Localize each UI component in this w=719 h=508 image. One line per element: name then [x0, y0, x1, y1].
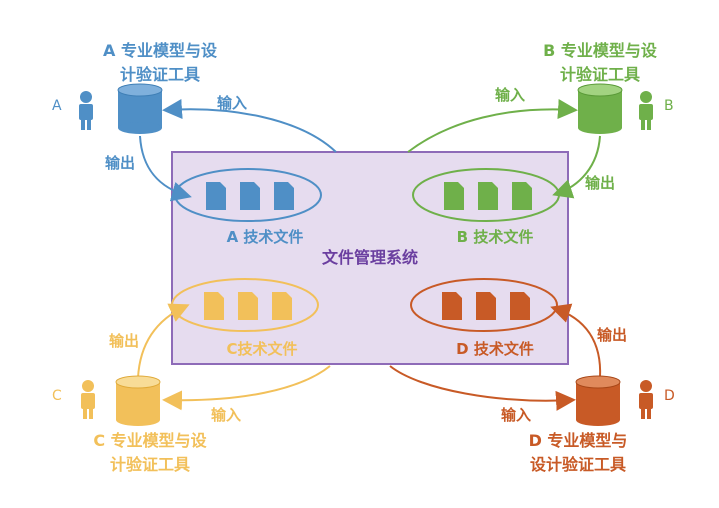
- user-c-letter: C: [52, 388, 62, 404]
- files-c-icons: [204, 292, 292, 320]
- arrow-b-output-label: 输出: [585, 174, 615, 192]
- tool-d-label-line1: D 专业模型与: [529, 431, 628, 450]
- group-a: A 专业模型与设 计验证工具 A 输入 输出 A 技术文件: [52, 41, 337, 246]
- user-a-icon: [79, 91, 93, 130]
- arrow-b-input: [407, 99, 578, 153]
- user-b-letter: B: [664, 98, 674, 114]
- tool-a-label-line1: A 专业模型与设: [103, 41, 218, 60]
- arrow-d-input: [389, 365, 576, 411]
- group-c: C技术文件 输出 输入 C C 专业模型与设 计验证工具: [52, 278, 331, 474]
- tool-d-label-line2: 设计验证工具: [530, 455, 626, 474]
- files-a-icons: [206, 182, 294, 210]
- arrow-a-output: [139, 135, 192, 202]
- user-d-icon: [639, 380, 653, 419]
- files-a-ellipse: [174, 168, 322, 222]
- user-d-letter: D: [664, 388, 675, 404]
- arrow-b-input-label: 输入: [495, 86, 525, 104]
- arrow-c-output: [137, 303, 190, 379]
- arrow-d-output-label: 输出: [597, 326, 627, 344]
- user-a-letter: A: [52, 98, 62, 114]
- arrow-c-output-label: 输出: [109, 332, 139, 350]
- arrow-a-output-label: 输出: [105, 154, 135, 172]
- database-a-icon: [117, 83, 163, 134]
- group-b: B 专业模型与设 计验证工具 B 输入 输出 B 技术文件: [407, 41, 674, 246]
- tool-b-label-line1: B 专业模型与设: [543, 41, 658, 60]
- database-d-icon: [575, 375, 621, 426]
- arrow-a-input-label: 输入: [217, 94, 247, 112]
- group-d: D 技术文件 输出 输入 D D 专业模型与 设计验证工具: [389, 278, 675, 474]
- arrow-c-input-label: 输入: [211, 406, 241, 424]
- tool-c-label-line1: C 专业模型与设: [93, 431, 207, 450]
- user-c-icon: [81, 380, 95, 419]
- files-c-label: C技术文件: [226, 340, 297, 358]
- arrow-a-input: [162, 99, 337, 153]
- arrow-c-input: [162, 365, 331, 411]
- database-c-icon: [115, 375, 161, 426]
- files-b-ellipse: [412, 168, 560, 222]
- arrow-d-input-label: 输入: [501, 406, 531, 424]
- arrow-b-output: [552, 135, 601, 199]
- files-b-label: B 技术文件: [457, 228, 534, 246]
- tool-b-label-line2: 计验证工具: [560, 65, 640, 84]
- user-b-icon: [639, 91, 653, 130]
- files-a-label: A 技术文件: [227, 228, 304, 246]
- arrow-d-output: [550, 303, 602, 379]
- files-b-icons: [444, 182, 532, 210]
- center-label: 文件管理系统: [322, 248, 418, 267]
- file-management-system-box: [171, 151, 569, 365]
- files-d-label: D 技术文件: [456, 340, 534, 358]
- tool-a-label-line2: 计验证工具: [120, 65, 200, 84]
- tool-c-label-line2: 计验证工具: [110, 455, 190, 474]
- files-d-icons: [442, 292, 530, 320]
- database-b-icon: [577, 83, 623, 134]
